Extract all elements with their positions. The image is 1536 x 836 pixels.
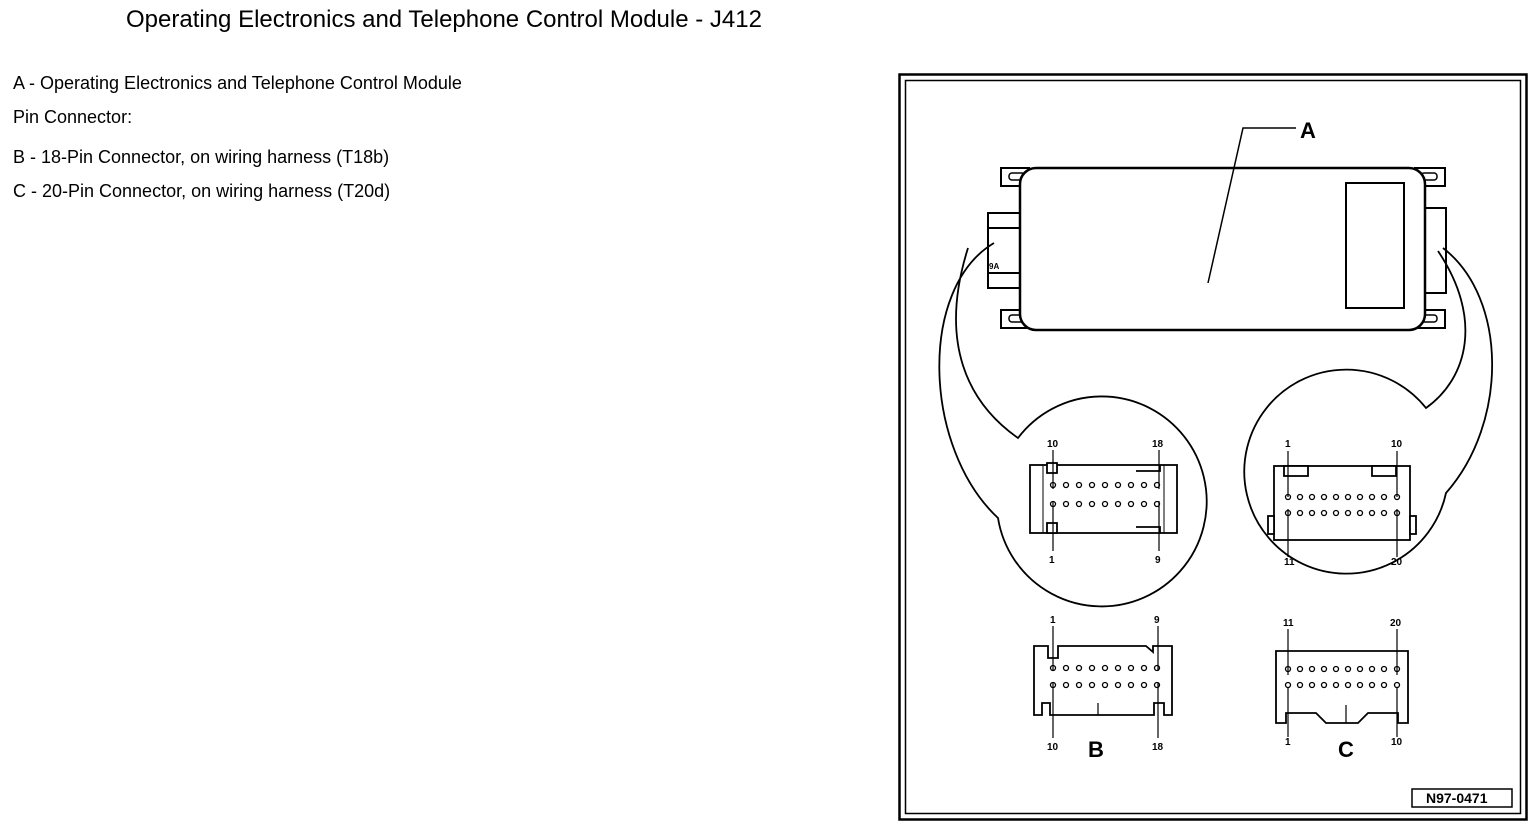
pin-label-b-module-top-right: 18 xyxy=(1152,439,1164,450)
inner-frame xyxy=(904,79,1522,815)
callout-c-label: C xyxy=(1338,737,1354,762)
pin-label-b-harness-top-left: 1 xyxy=(1050,615,1056,626)
legend-item-c: C - 20-Pin Connector, on wiring harness … xyxy=(13,181,391,201)
pin-label-c-harness-top-right: 20 xyxy=(1390,618,1402,629)
pin-label-c-module-bottom-left: 11 xyxy=(1284,557,1295,568)
module-connector-c xyxy=(1267,451,1417,557)
pin-label-c-harness-top-left: 11 xyxy=(1283,618,1294,629)
legend-item-b: B - 18-Pin Connector, on wiring harness … xyxy=(13,147,390,167)
legend-item-a: A - Operating Electronics and Telephone … xyxy=(13,73,462,93)
figure-id-box xyxy=(1411,788,1513,808)
pin-label-c-module-top-left: 1 xyxy=(1285,439,1291,450)
legend-pin-connector-heading: Pin Connector: xyxy=(13,107,133,127)
pin-label-c-module-bottom-right: 20 xyxy=(1391,557,1403,568)
figure-id: N97-0471 xyxy=(1426,790,1488,806)
callout-a-label: A xyxy=(1300,118,1316,143)
pin-label-c-harness-bottom-left: 1 xyxy=(1285,737,1291,748)
pin-label-c-harness-bottom-right: 10 xyxy=(1391,737,1403,748)
pin-label-b-module-top-left: 10 xyxy=(1047,439,1059,450)
control-module xyxy=(987,166,1447,332)
harness-connector-c-pins xyxy=(1284,665,1401,689)
callout-a-leader xyxy=(1207,127,1296,284)
harness-connector-b xyxy=(1033,626,1173,738)
module-connector-b xyxy=(1029,450,1178,551)
pin-label-b-module-bottom-left: 1 xyxy=(1049,555,1055,566)
page-title: Operating Electronics and Telephone Cont… xyxy=(126,6,762,33)
harness-connector-b-pins xyxy=(1049,664,1161,689)
pin-label-b-module-bottom-right: 9 xyxy=(1155,555,1161,566)
callout-b-label: B xyxy=(1088,737,1104,762)
pin-label-b-harness-bottom-left: 10 xyxy=(1047,742,1059,753)
component-figure: 9A A 10 18 1 9 xyxy=(898,73,1528,821)
outer-frame xyxy=(898,73,1528,821)
pin-label-b-harness-bottom-right: 18 xyxy=(1152,742,1164,753)
module-connector-c-pins xyxy=(1284,493,1401,517)
pin-label-b-harness-top-right: 9 xyxy=(1154,615,1160,626)
detail-bubble-b xyxy=(938,242,1208,608)
figure-svg: 9A A 10 18 1 9 xyxy=(898,73,1528,821)
module-connector-b-pins xyxy=(1049,481,1161,508)
harness-connector-c xyxy=(1275,629,1409,737)
pin-label-c-module-top-right: 10 xyxy=(1391,439,1403,450)
module-socket-tag: 9A xyxy=(989,262,999,271)
detail-bubble-c xyxy=(1243,247,1494,575)
